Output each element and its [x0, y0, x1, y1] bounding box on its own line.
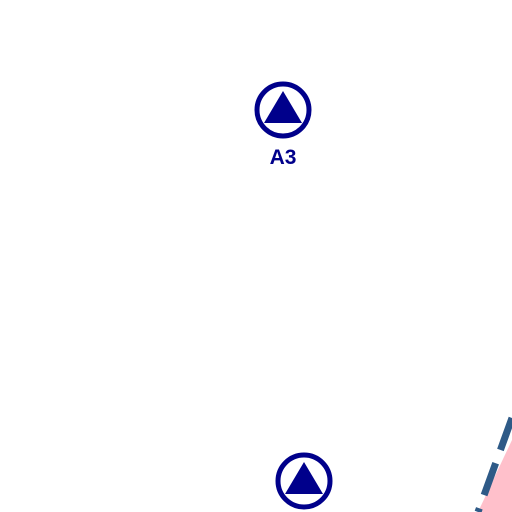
zone-area[interactable] — [474, 416, 512, 512]
circled-triangle-icon — [254, 81, 312, 139]
marker-a3[interactable]: A3 — [254, 81, 312, 169]
marker-bottom[interactable] — [275, 452, 333, 510]
zone-border — [474, 416, 512, 512]
marker-label: A3 — [270, 146, 297, 169]
circled-triangle-icon — [275, 452, 333, 510]
zone-fill — [478, 440, 512, 512]
